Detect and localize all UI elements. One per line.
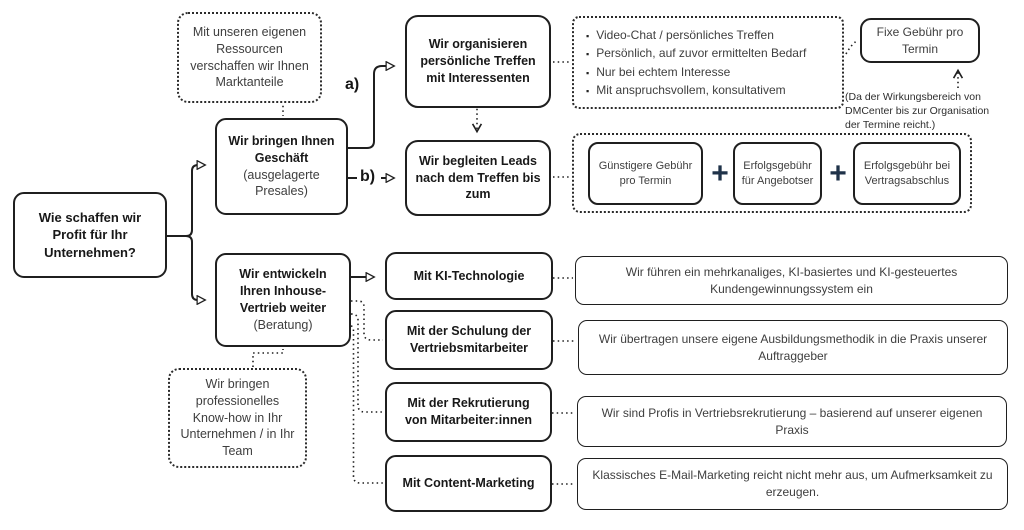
fee-box-offer: Erfolgsgebühr für Angebotser: [733, 142, 822, 205]
method-box-training: Mit der Schulung der Vertriebsmitarbeite…: [385, 310, 553, 370]
method-description: Wir übertragen unsere eigene Ausbildungs…: [598, 331, 988, 363]
meeting-features-box: ▪ Video-Chat / persönliches Treffen ▪ Pe…: [572, 16, 844, 109]
meetings-title: Wir organisieren persönliche Treffen mit…: [420, 37, 536, 85]
branch-business-title: Wir bringen Ihnen Geschäft: [228, 133, 335, 165]
note-top-left-text: Mit unseren eigenen Ressourcen verschaff…: [190, 24, 309, 90]
method-description-box: Wir führen ein mehrkanaliges, KI-basiert…: [575, 256, 1008, 305]
branch-business-subtitle: (ausgelagerte Presales): [243, 167, 320, 199]
meetings-box: Wir organisieren persönliche Treffen mit…: [405, 15, 551, 108]
branch-business-box: Wir bringen Ihnen Geschäft (ausgelagerte…: [215, 118, 348, 215]
connector-root-to-consulting: [167, 235, 205, 300]
branch-consulting-subtitle: (Beratung): [253, 317, 313, 332]
connector-consulting-to-method3: [350, 313, 383, 413]
bullet-icon: ▪: [586, 67, 590, 78]
bullet-icon: ▪: [586, 49, 590, 60]
branch-consulting-box: Wir entwickeln Ihren Inhouse-Vertrieb we…: [215, 253, 351, 347]
method-description-box: Klassisches E-Mail-Marketing reicht nich…: [577, 458, 1008, 510]
fixed-fee-text: Fixe Gebühr pro Termin: [876, 24, 964, 56]
connector-consulting-to-method4: [350, 325, 383, 484]
fee-box-contract: Erfolgsgebühr bei Vertragsabschlus: [853, 142, 961, 205]
connector-notebl-to-consulting: [252, 349, 284, 367]
method-description: Wir sind Profis in Vertriebsrekrutierung…: [601, 405, 983, 437]
label-a: a): [345, 76, 360, 93]
connector-consulting-to-method2: [351, 300, 383, 341]
feature-text: Mit anspruchsvollem, konsultativem: [596, 82, 786, 97]
connector-features-to-fixedfee: [845, 39, 859, 55]
fixed-fee-box: Fixe Gebühr pro Termin: [860, 18, 980, 63]
method-description: Klassisches E-Mail-Marketing reicht nich…: [592, 468, 993, 499]
note-bottom-left-box: Wir bringen professionelles Know-how in …: [168, 368, 307, 468]
method-box-recruiting: Mit der Rekrutierung von Mitarbeiter:inn…: [385, 382, 552, 442]
connector-root-to-business: [167, 165, 205, 237]
branch-consulting-title: Wir entwickeln Ihren Inhouse-Vertrieb we…: [239, 267, 327, 315]
method-label: Mit Content-Marketing: [402, 476, 535, 491]
note-bottom-left-text: Wir bringen professionelles Know-how in …: [180, 376, 295, 459]
label-b: b): [360, 168, 376, 185]
fixed-fee-note: (Da der Wirkungsbereich von DMCenter bis…: [845, 91, 990, 131]
method-box-content-marketing: Mit Content-Marketing: [385, 455, 552, 512]
leads-box: Wir begleiten Leads nach dem Treffen bis…: [405, 140, 551, 216]
feature-text: Nur bei echtem Interesse: [596, 64, 731, 79]
fee-text: Erfolgsgebühr für Angebotser: [741, 159, 814, 187]
method-box-ki: Mit KI-Technologie: [385, 252, 553, 300]
feature-text: Video-Chat / persönliches Treffen: [596, 28, 774, 43]
plus-icon: +: [829, 157, 847, 190]
feature-item: ▪ Persönlich, auf zuvor ermittelten Beda…: [586, 44, 806, 62]
bullet-icon: ▪: [586, 85, 590, 96]
method-description: Wir führen ein mehrkanaliges, KI-basiert…: [625, 264, 958, 296]
root-question-box: Wie schaffen wir Profit für Ihr Unterneh…: [13, 192, 167, 278]
feature-text: Persönlich, auf zuvor ermittelten Bedarf: [596, 46, 807, 61]
method-description-box: Wir sind Profis in Vertriebsrekrutierung…: [577, 396, 1007, 447]
method-label: Mit KI-Technologie: [413, 268, 525, 283]
feature-item: ▪ Mit anspruchsvollem, konsultativem: [586, 81, 786, 99]
fee-text: Günstigere Gebühr pro Termin: [598, 159, 693, 187]
method-label: Mit der Schulung der Vertriebsmitarbeite…: [406, 324, 532, 355]
method-label: Mit der Rekrutierung von Mitarbeiter:inn…: [404, 396, 533, 427]
feature-item: ▪ Video-Chat / persönliches Treffen: [586, 26, 774, 44]
leads-title: Wir begleiten Leads nach dem Treffen bis…: [415, 153, 541, 202]
root-question-text: Wie schaffen wir Profit für Ihr Unterneh…: [38, 209, 142, 260]
plus-icon: +: [711, 157, 729, 190]
fee-box-per-appointment: Günstigere Gebühr pro Termin: [588, 142, 703, 205]
method-description-box: Wir übertragen unsere eigene Ausbildungs…: [578, 320, 1008, 375]
bullet-icon: ▪: [586, 31, 590, 42]
fee-text: Erfolgsgebühr bei Vertragsabschlus: [863, 159, 951, 187]
note-top-left-box: Mit unseren eigenen Ressourcen verschaff…: [177, 12, 322, 103]
feature-item: ▪ Nur bei echtem Interesse: [586, 63, 730, 81]
